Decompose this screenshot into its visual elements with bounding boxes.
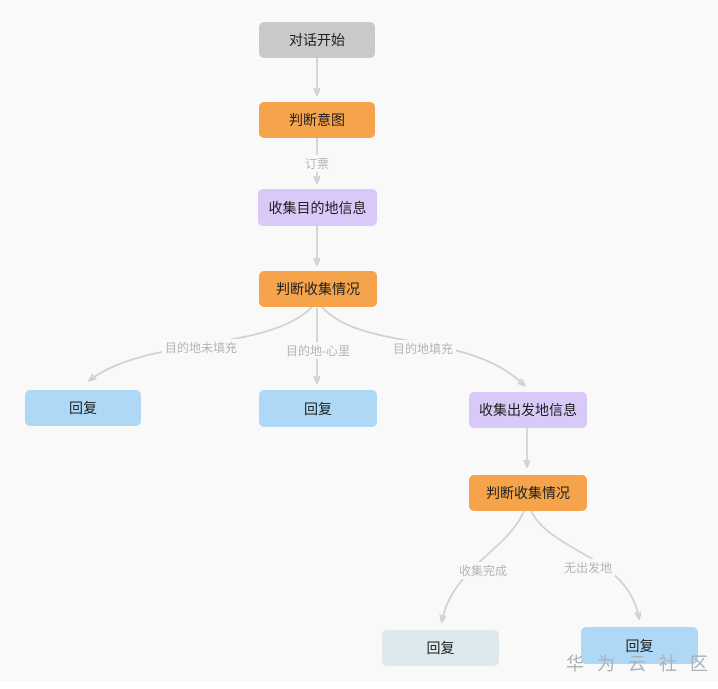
node-dialogue-start: 对话开始 xyxy=(259,22,375,58)
edge-label-no-origin: 无出发地 xyxy=(560,559,616,576)
node-collect-origin-info: 收集出发地信息 xyxy=(469,392,587,428)
node-reply-left: 回复 xyxy=(25,390,141,426)
node-reply-bottom-right: 回复 xyxy=(581,627,698,664)
node-judge-collection-status-2: 判断收集情况 xyxy=(469,475,587,511)
node-reply-bottom-left: 回复 xyxy=(382,630,499,666)
huawei-cloud-community-watermark: 华 为 云 社 区 xyxy=(565,654,712,674)
node-reply-center: 回复 xyxy=(259,390,377,427)
bottom-white-strip xyxy=(0,681,718,689)
edge-label-book-ticket: 订票 xyxy=(301,155,333,172)
edge-label-collection-complete: 收集完成 xyxy=(455,562,511,579)
node-judge-collection-status-1: 判断收集情况 xyxy=(259,271,377,307)
edge-label-destination-in-mind: 目的地-心里 xyxy=(283,342,353,359)
edge-label-destination-filled: 目的地填充 xyxy=(389,340,457,357)
node-judge-intent: 判断意图 xyxy=(259,102,375,138)
node-collect-destination-info: 收集目的地信息 xyxy=(258,189,377,226)
edge-label-destination-unfilled: 目的地未填充 xyxy=(161,339,241,356)
